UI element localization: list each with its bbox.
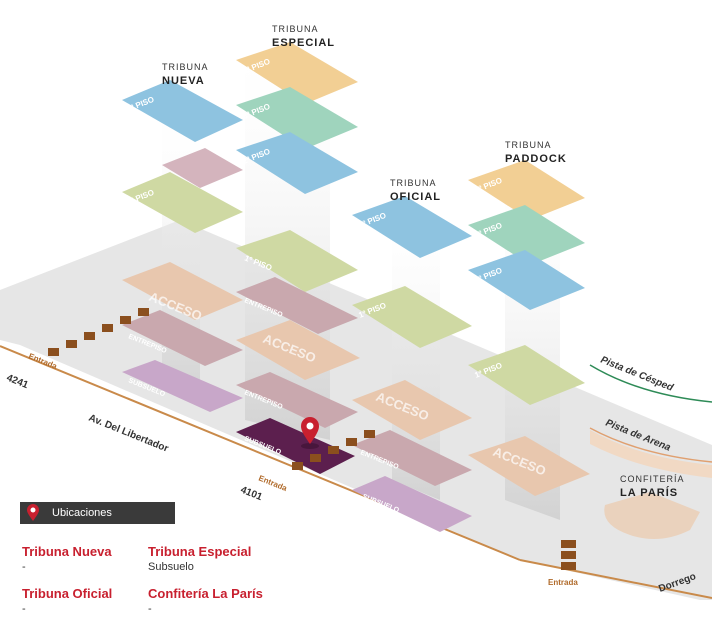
especial-title: ESPECIAL [272,37,335,49]
oficial-entrepiso[interactable] [352,430,472,486]
legend-item-name: Tribuna Especial [148,544,252,559]
nueva-title: NUEVA [162,75,205,87]
paddock-title: PADDOCK [505,153,567,165]
entrance-steps-center [292,430,375,470]
legend-item-sub: - [22,561,26,573]
nueva-acceso[interactable] [122,262,243,320]
nueva-piso1[interactable] [122,172,243,233]
nueva-piso2[interactable] [122,80,243,142]
legend-item-name: Tribuna Oficial [22,586,113,601]
road-edge-side [519,559,712,599]
location-pin-icon [27,504,39,521]
legend-item-sub: Subsuelo [148,561,194,573]
oficial-title: OFICIAL [390,191,441,203]
paddock-piso1[interactable] [468,345,585,405]
nueva-entrepiso[interactable] [122,310,243,366]
legend-item-name: Tribuna Nueva [22,544,112,559]
legend-item-oficial[interactable]: Tribuna Oficial - [22,586,112,615]
oficial-title-top: TRIBUNA [390,178,437,188]
paddock-piso2[interactable] [468,250,585,310]
especial-entrepiso[interactable] [236,372,358,428]
stand-oficial[interactable]: 2º PISO 1º PISO ACCESO ENTREPISO SUBSUEL… [352,178,472,532]
oficial-acceso[interactable] [352,380,472,440]
stand-paddock[interactable]: 4º PISO 3º PISO 2º PISO 1º PISO ACCESO T… [468,140,590,496]
legend-title: Ubicaciones [52,507,112,519]
oficial-subsuelo[interactable] [352,476,472,532]
paddock-piso4[interactable] [468,160,585,220]
especial-subsuelo-selected[interactable] [236,418,355,474]
turf-track-line [589,364,712,403]
legend-item-confiteria[interactable]: Confitería La París - [148,586,263,615]
legend-item-name: Confitería La París [148,586,263,601]
confiteria-title-top: CONFITERÍA [620,474,685,484]
location-pin-icon[interactable] [301,417,319,449]
stand-nueva[interactable]: 2º PISO 1º PISO ACCESO ENTREPISO SUBSUEL… [122,62,243,412]
especial-entrepiso-upper[interactable] [236,277,358,334]
entrance-steps-left [48,308,149,356]
especial-piso4[interactable] [236,42,358,104]
dirt-track-line [589,427,712,463]
legend-item-sub: - [22,603,26,615]
especial-title-top: TRIBUNA [272,24,319,34]
oficial-piso1[interactable] [352,286,472,348]
legend-item-sub: - [148,603,152,615]
nueva-mezzanine[interactable] [162,148,243,188]
legend-item-nueva[interactable]: Tribuna Nueva - [22,544,112,573]
especial-acceso[interactable] [236,320,360,380]
especial-piso1[interactable] [236,230,358,292]
confiteria-title: LA PARÍS [620,486,678,499]
entrance-steps-right [561,540,576,570]
entrance-label-right: Entrada [548,578,578,587]
sand-track-strip [590,430,712,478]
legend-header: Ubicaciones [20,502,175,524]
turf-track-label: Pista de Césped [599,355,676,394]
nueva-subsuelo[interactable] [122,360,243,412]
confiteria-la-paris[interactable]: CONFITERÍA LA PARÍS [604,474,700,539]
oficial-piso2[interactable] [352,196,472,258]
paddock-piso3[interactable] [468,205,585,265]
paddock-title-top: TRIBUNA [505,140,552,150]
especial-piso2[interactable] [236,132,358,194]
confiteria-building[interactable] [604,492,700,539]
nueva-title-top: TRIBUNA [162,62,209,72]
especial-piso3[interactable] [236,87,358,149]
paddock-acceso[interactable] [468,436,590,496]
legend-item-especial[interactable]: Tribuna Especial Subsuelo [148,544,251,573]
